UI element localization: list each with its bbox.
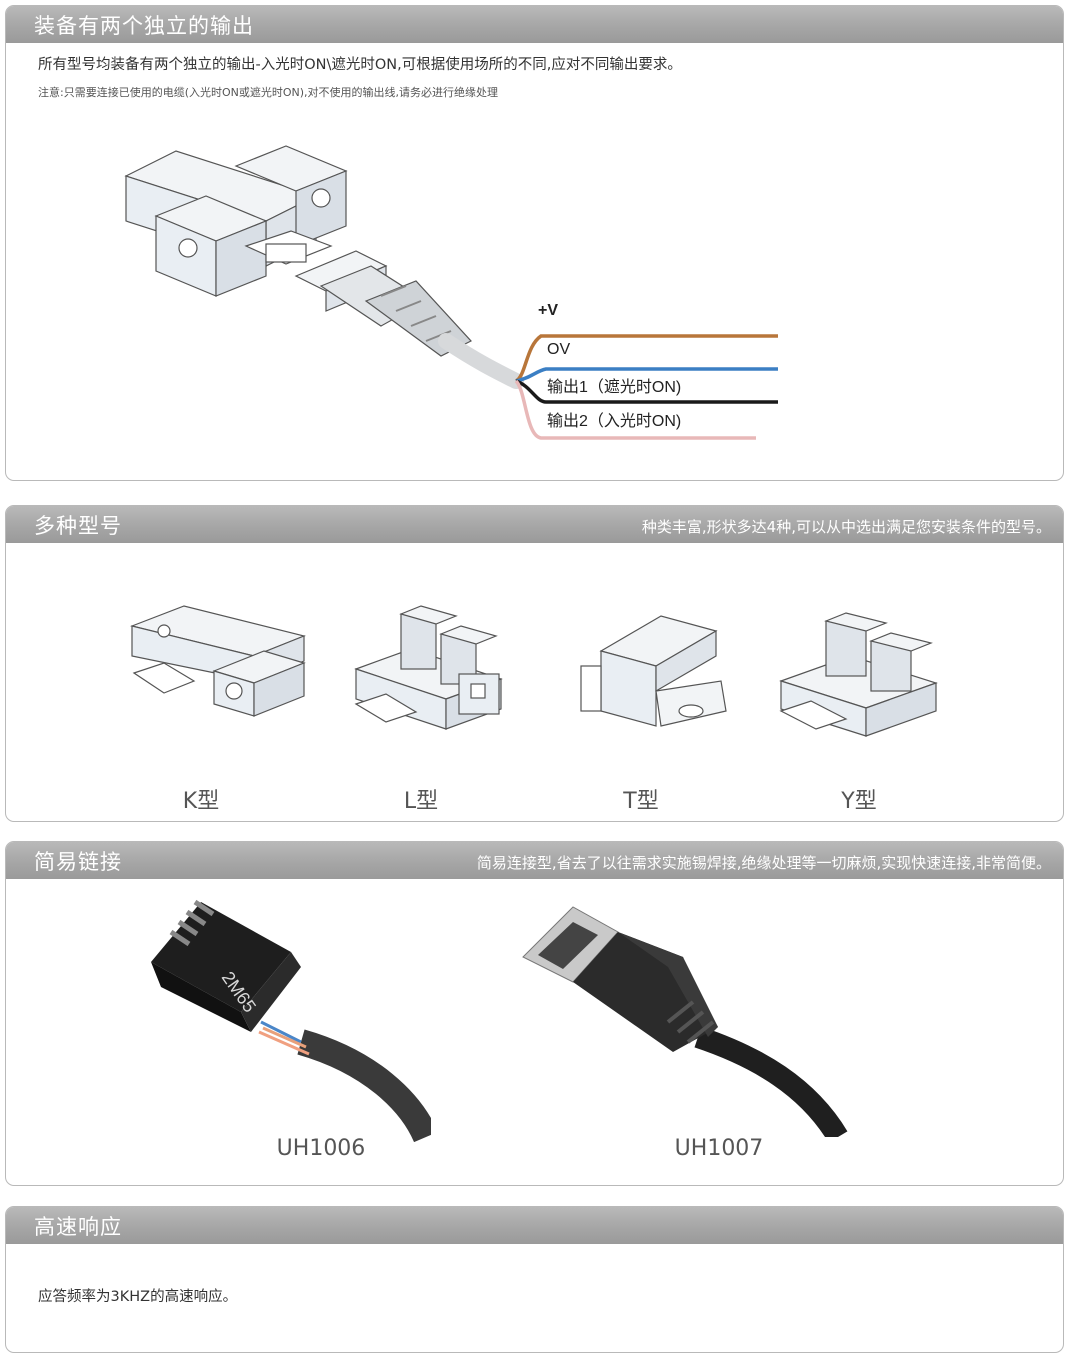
wire-label-output2: 输出2（入光时ON): [547, 413, 682, 430]
uh1007-connector-image: [522, 906, 848, 1137]
sensor-wiring-illustration: [124, 145, 778, 440]
section-description: 所有型号均装备有两个独立的输出-入光时ON\遮光时ON,可根据使用场所的不同,应…: [38, 57, 682, 73]
wire-brown: [514, 334, 778, 383]
section-title: 多种型号: [34, 514, 122, 538]
section-easy-connection: 简易链接 简易连接型,省去了以往需求实施锡焊接,绝缘处理等一切麻烦,实现快速连接…: [5, 841, 1064, 1186]
section-note: 注意:只需要连接已使用的电缆(入光时ON或遮光时ON),对不使用的输出线,请务必…: [38, 86, 499, 99]
uh1006-connector-image: 2M65: [151, 899, 431, 1142]
section-title: 简易链接: [34, 850, 122, 874]
section-title: 装备有两个独立的输出: [34, 14, 254, 38]
connector-label-uh1007: UH1007: [674, 1136, 764, 1161]
section-high-speed-response: 高速响应 应答频率为3KHZ的高速响应。: [5, 1206, 1064, 1353]
section-title: 高速响应: [34, 1215, 122, 1239]
l-type-sensor-image: [354, 605, 503, 730]
wire-label-vplus: +V: [538, 302, 559, 319]
type-label-l: L型: [403, 789, 439, 814]
section-model-types: 多种型号 种类丰富,形状多达4种,可以从中选出满足您安装条件的型号。: [5, 505, 1064, 822]
section-dual-output: 装备有两个独立的输出 所有型号均装备有两个独立的输出-入光时ON\遮光时ON,可…: [5, 5, 1064, 481]
section-description: 应答频率为3KHZ的高速响应。: [38, 1289, 238, 1305]
section-subtitle: 简易连接型,省去了以往需求实施锡焊接,绝缘处理等一切麻烦,实现快速连接,非常简便…: [476, 854, 1051, 872]
section-subtitle: 种类丰富,形状多达4种,可以从中选出满足您安装条件的型号。: [641, 518, 1051, 536]
section-header: 装备有两个独立的输出: [6, 6, 1063, 43]
wire-black: [515, 379, 778, 404]
section-header: 高速响应: [6, 1207, 1063, 1244]
connector-label-uh1006: UH1006: [276, 1136, 366, 1161]
wire-pink: [514, 379, 756, 440]
wire-label-output1: 输出1（遮光时ON): [547, 379, 682, 396]
section-header: 简易链接 简易连接型,省去了以往需求实施锡焊接,绝缘处理等一切麻烦,实现快速连接…: [6, 842, 1063, 879]
type-label-t: T型: [623, 789, 659, 814]
type-label-k: K型: [182, 789, 220, 814]
wire-blue: [515, 367, 778, 383]
type-label-y: Y型: [841, 789, 877, 814]
k-type-sensor-image: [130, 605, 306, 717]
section-header: 多种型号 种类丰富,形状多达4种,可以从中选出满足您安装条件的型号。: [6, 506, 1063, 543]
wire-label-0v: OV: [547, 341, 571, 358]
t-type-sensor-image: [580, 615, 727, 727]
y-type-sensor-image: [779, 612, 938, 737]
